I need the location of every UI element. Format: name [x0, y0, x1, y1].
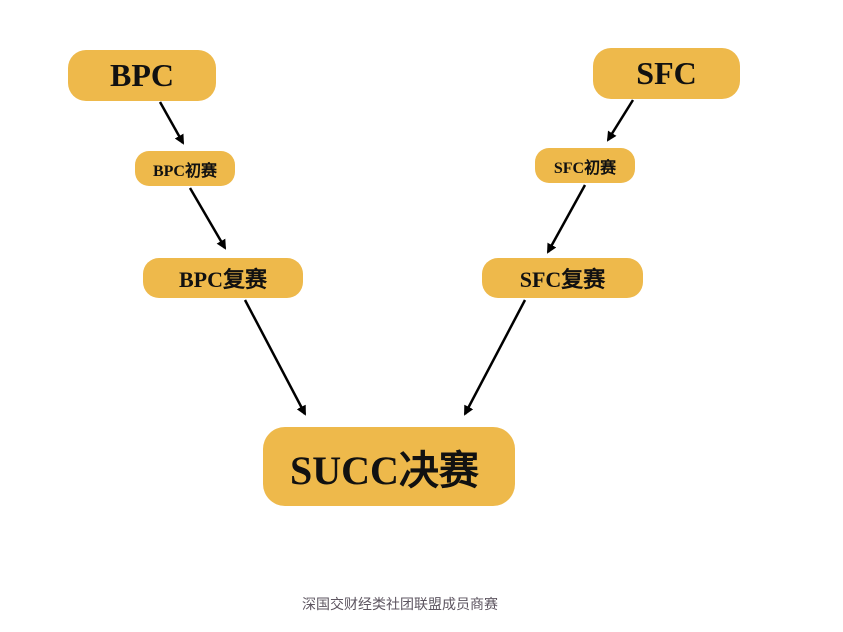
node-sfc: SFC — [593, 48, 740, 99]
node-bpc-semi: BPC复赛 — [143, 258, 303, 298]
arrow-bpc-prelim-to-semi — [188, 187, 227, 250]
arrow-bpc-semi-to-final — [243, 299, 307, 416]
node-bpc: BPC — [68, 50, 216, 101]
arrow-bpc-to-prelim — [158, 101, 185, 145]
node-succ-final: SUCC决赛 — [263, 427, 515, 506]
arrow-sfc-to-prelim — [606, 99, 635, 142]
node-bpc-prelim: BPC初赛 — [135, 151, 235, 186]
node-sfc-semi: SFC复赛 — [482, 258, 643, 298]
node-sfc-prelim: SFC初赛 — [535, 148, 635, 183]
arrow-sfc-semi-to-final — [463, 299, 527, 416]
arrow-sfc-prelim-to-semi — [546, 184, 587, 254]
caption: 深国交财经类社团联盟成员商赛 — [302, 597, 498, 613]
